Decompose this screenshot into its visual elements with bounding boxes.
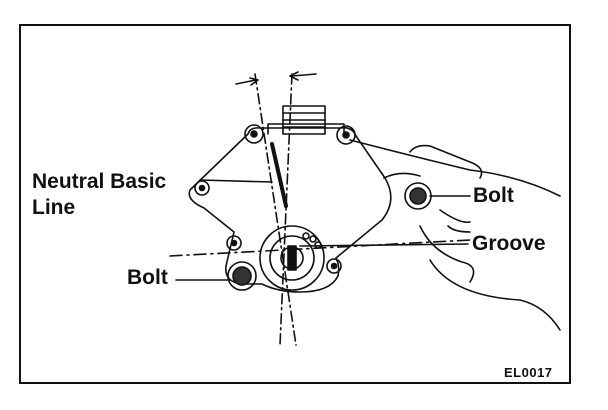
angle-indicator <box>235 71 317 346</box>
figure-frame <box>19 24 571 384</box>
groove-reference-line <box>169 239 471 257</box>
label-groove: Groove <box>472 232 546 255</box>
mount-hole-lowleft <box>226 235 242 251</box>
label-neutral-line: Line <box>32 196 76 219</box>
bolt-right-icon <box>404 182 432 210</box>
label-bolt-right: Bolt <box>473 184 514 207</box>
neutral-basic-line-mark <box>270 142 288 208</box>
hand-illustration <box>349 139 561 331</box>
label-neutral-basic: Neutral Basic <box>32 170 167 193</box>
figure-code: EL0017 <box>504 365 553 380</box>
mount-hole-left <box>194 180 210 196</box>
switch-body <box>188 126 392 293</box>
leader-neutral <box>199 179 273 183</box>
bolt-left-icon <box>227 261 257 291</box>
groove-hub <box>259 225 325 291</box>
mount-hole-topleft <box>244 124 264 144</box>
switch-shaft-top <box>267 105 345 135</box>
leader-groove <box>299 243 469 247</box>
mount-hole-topright <box>336 125 356 145</box>
label-bolt-left: Bolt <box>127 266 168 289</box>
mount-hole-lowright <box>326 258 342 274</box>
